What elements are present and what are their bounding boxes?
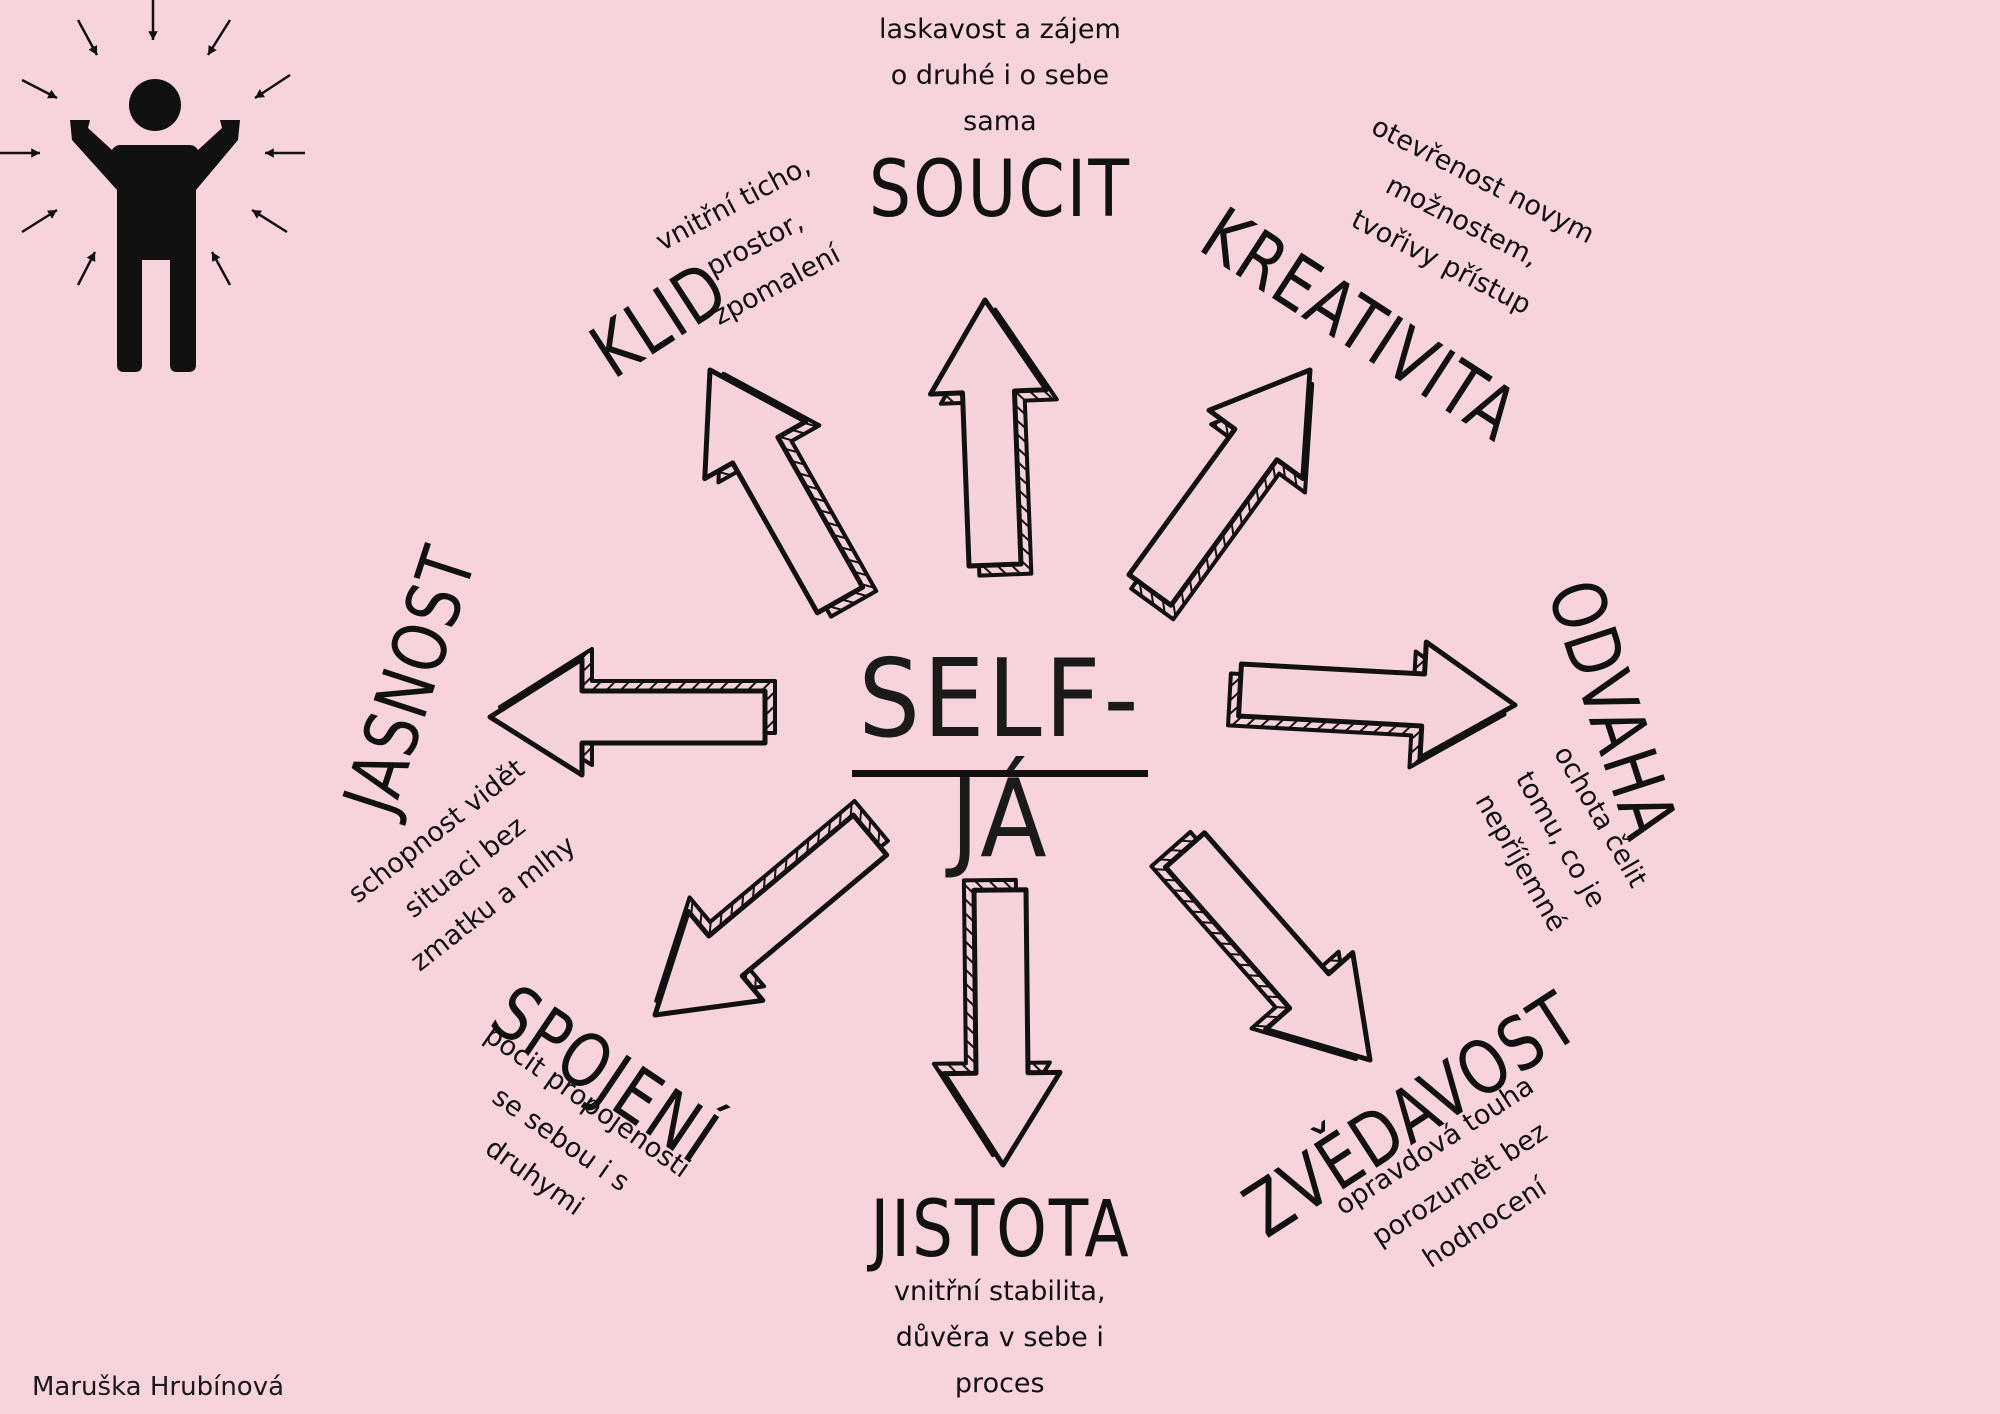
arrow-zvedavost-face — [1162, 830, 1373, 1063]
quality-jistota-description: vnitřní stabilita, důvěra v sebe i proce… — [894, 1276, 1106, 1399]
author-credit: Maruška Hrubínová — [32, 1372, 285, 1402]
ray-arrow-head-7 — [47, 210, 57, 219]
ray-arrow-head-5 — [31, 148, 40, 158]
quality-soucit: SOUCIT — [868, 145, 1131, 235]
arrow-odvaha-face — [1236, 639, 1518, 761]
arrow-klid-face — [702, 367, 866, 616]
ray-arrow-head-2 — [208, 45, 217, 55]
ray-arrow-head-9 — [86, 252, 96, 262]
arrow-jasnost — [487, 647, 777, 778]
arrow-odvaha — [1226, 639, 1518, 770]
arrow-jistota-face — [941, 887, 1063, 1168]
arrow-soucit — [928, 297, 1059, 578]
person-body — [70, 120, 240, 372]
ray-arrow-head-10 — [211, 252, 221, 262]
ray-arrow-head-0 — [88, 45, 98, 55]
ray-arrow-head-1 — [148, 31, 158, 40]
arrows-group — [487, 297, 1518, 1168]
quality-soucit-description: laskavost a zájem o druhé i o sebe sama — [879, 14, 1121, 137]
person-icon — [0, 0, 305, 372]
person-head — [129, 79, 181, 131]
arrow-kreativita — [1126, 367, 1315, 622]
arrow-jistota — [931, 877, 1063, 1168]
arrow-jasnost-face — [487, 656, 768, 778]
arrow-spojeni — [652, 798, 890, 1018]
ray-arrow-head-6 — [265, 148, 274, 158]
arrow-soucit-face — [928, 297, 1049, 569]
ray-arrow-head-3 — [47, 89, 57, 99]
arrow-kreativita-face — [1126, 367, 1313, 608]
ray-arrow-head-4 — [255, 89, 265, 98]
center-title: SELF-JÁ — [858, 637, 1142, 882]
arrow-klid — [702, 367, 879, 619]
arrow-spojeni-face — [652, 812, 890, 1018]
quality-jistota: JISTOTA — [869, 1185, 1130, 1275]
center-underline — [852, 770, 1148, 777]
ray-arrow-head-8 — [252, 210, 262, 219]
arrow-zvedavost — [1149, 829, 1373, 1063]
